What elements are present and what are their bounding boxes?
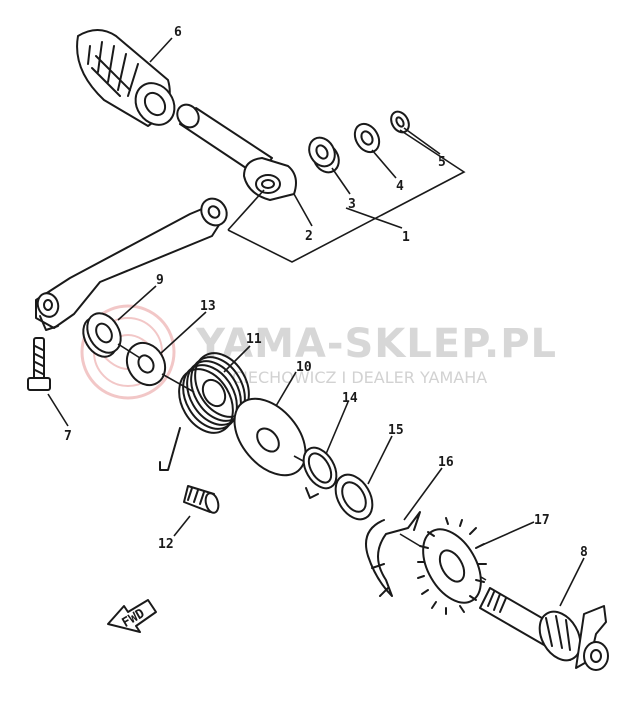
callout-5: 5 — [438, 155, 446, 170]
callout-2: 2 — [305, 229, 313, 244]
part-grip — [76, 29, 176, 127]
part-circlip-5 — [390, 110, 410, 134]
part-washer-4 — [353, 122, 381, 154]
callout-13: 13 — [200, 299, 216, 314]
callout-9: 9 — [156, 273, 164, 288]
part-pivot-boss — [243, 157, 297, 201]
callouts: 6 2 3 4 5 1 9 13 11 10 7 12 14 15 16 17 … — [64, 25, 588, 560]
leader-lines — [47, 37, 585, 607]
part-kick-arm — [35, 197, 228, 331]
part-kick-gear — [417, 517, 487, 615]
part-shaft — [176, 103, 273, 177]
callout-12: 12 — [158, 537, 174, 552]
callout-8: 8 — [580, 545, 588, 560]
callout-11: 11 — [246, 332, 262, 347]
callout-6: 6 — [174, 25, 182, 40]
callout-17: 17 — [534, 513, 550, 528]
callout-1: 1 — [402, 230, 410, 245]
watermark: YAMA-SKLEP.PL CIECHOWICZ I DEALER YAMAHA — [80, 304, 557, 400]
callout-7: 7 — [64, 429, 72, 444]
part-bushing — [308, 136, 340, 174]
part-bolt — [27, 337, 51, 391]
part-oil-seal — [82, 312, 122, 358]
callout-4: 4 — [396, 179, 404, 194]
part-circlip-14 — [302, 446, 338, 499]
part-spring-guide — [183, 485, 220, 514]
part-spring-cover — [233, 397, 307, 477]
watermark-subtitle: CIECHOWICZ I DEALER YAMAHA — [232, 368, 487, 387]
part-kick-shaft — [479, 587, 609, 671]
part-clip-16 — [365, 511, 421, 597]
part-washer-13 — [125, 341, 167, 387]
callout-3: 3 — [348, 197, 356, 212]
callout-14: 14 — [342, 391, 358, 406]
watermark-title: YAMA-SKLEP.PL — [195, 321, 557, 367]
callout-10: 10 — [296, 360, 312, 375]
part-washer-15 — [334, 473, 374, 521]
callout-16: 16 — [438, 455, 454, 470]
fwd-indicator: FWD — [107, 599, 157, 633]
callout-15: 15 — [388, 423, 404, 438]
